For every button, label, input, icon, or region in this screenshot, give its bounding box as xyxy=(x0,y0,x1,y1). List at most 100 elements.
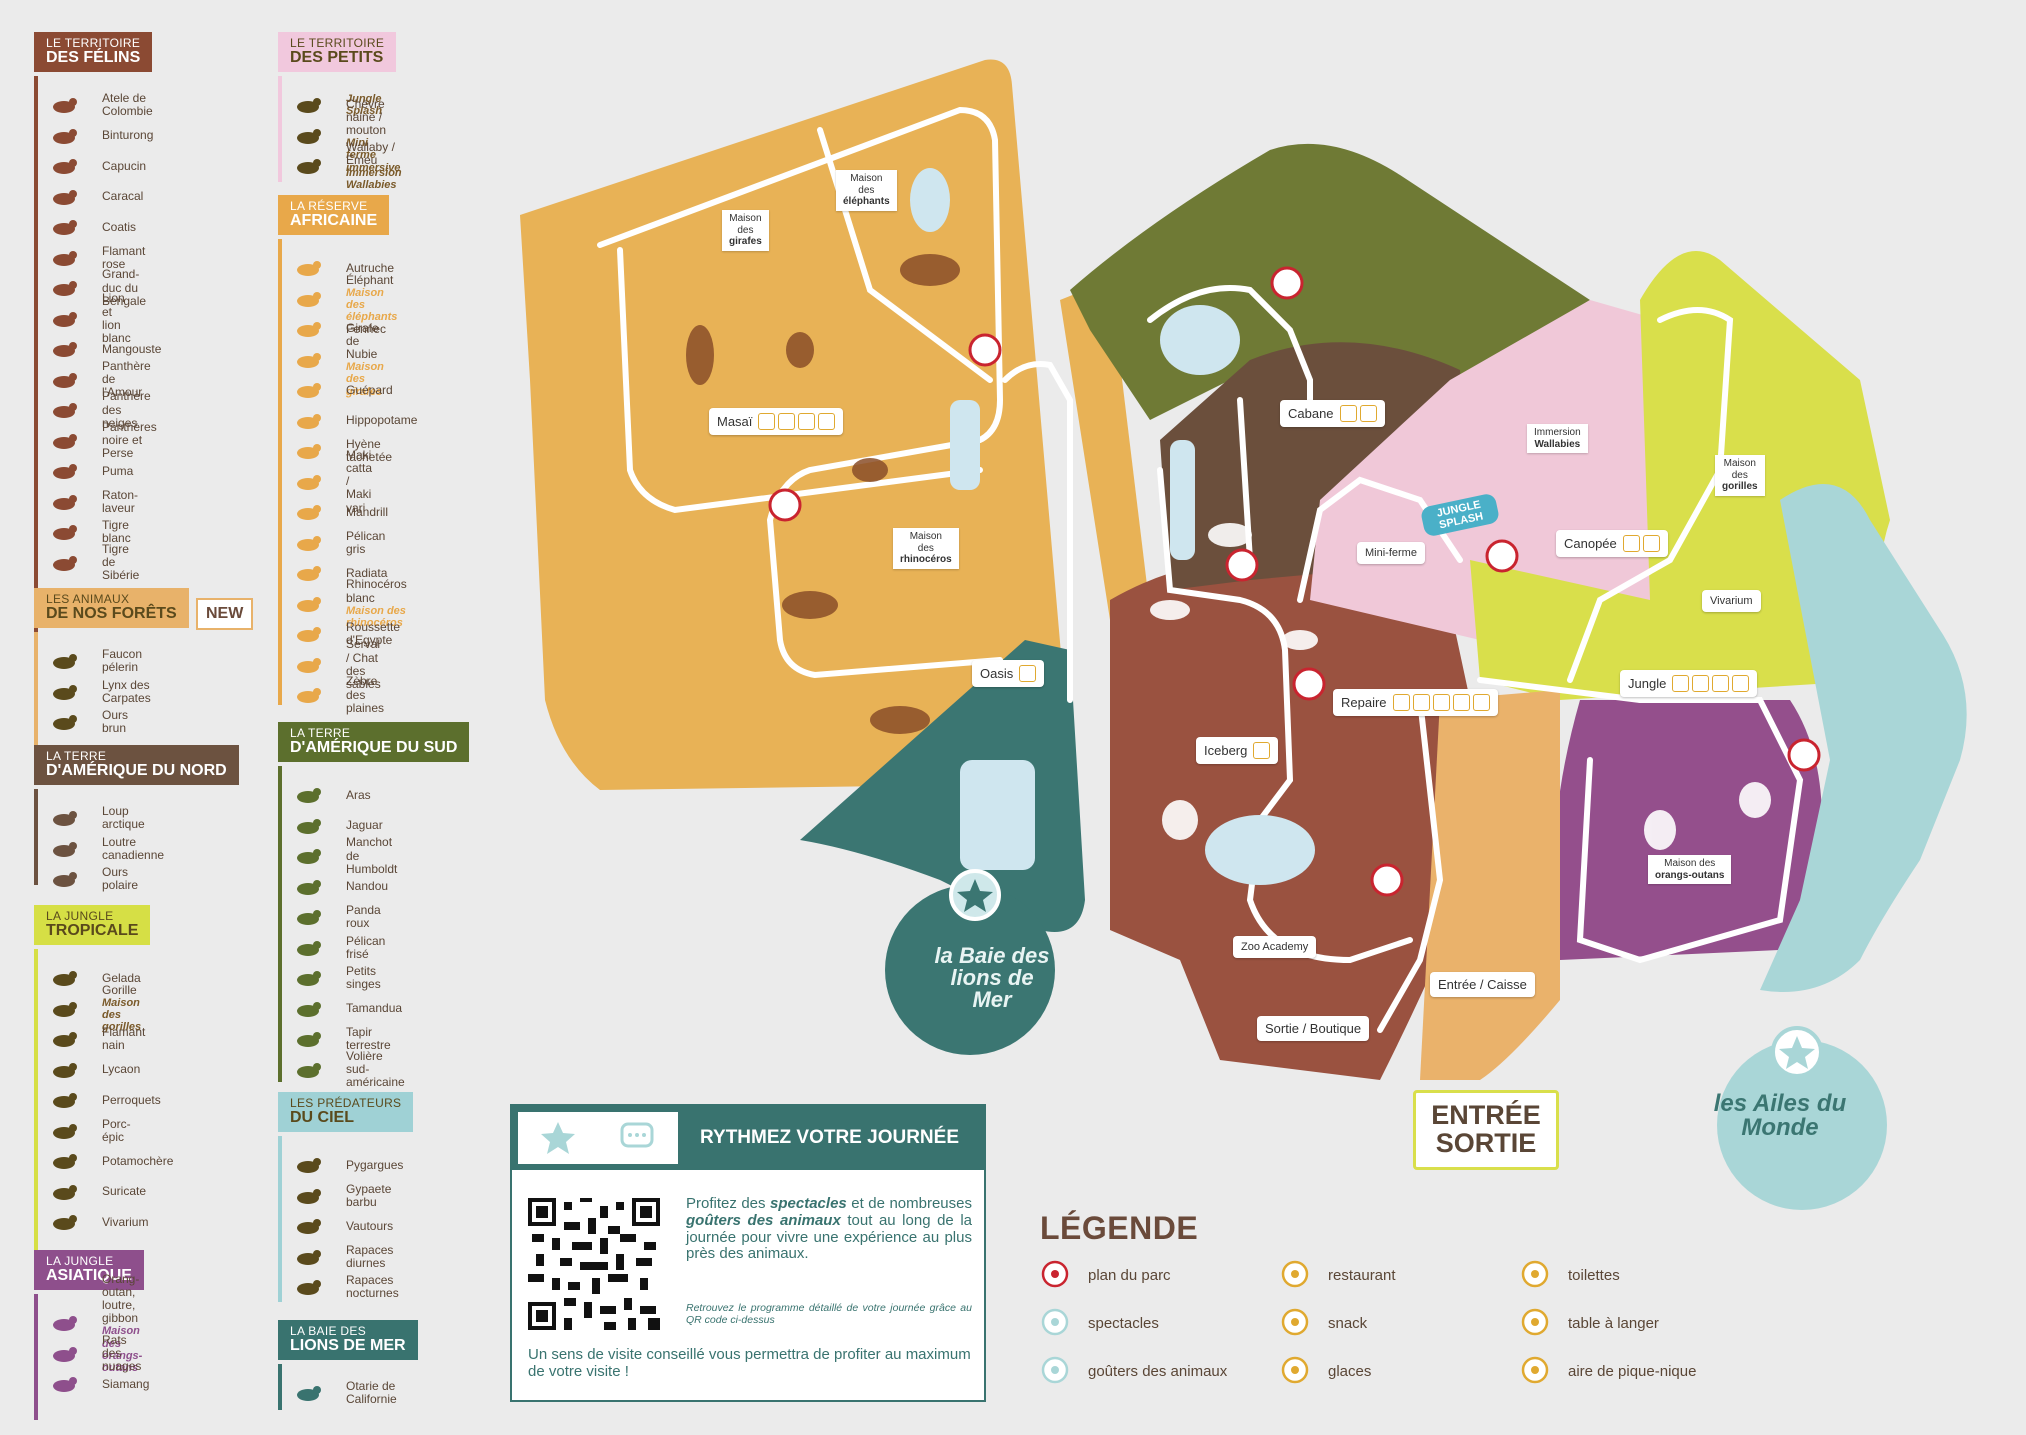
label-repaire[interactable]: Repaire xyxy=(1333,689,1498,716)
category-title-line2: ASIATIQUE xyxy=(46,1266,132,1284)
animal-silhouette-icon xyxy=(53,654,77,669)
label-iceberg[interactable]: Iceberg xyxy=(1196,737,1279,764)
animal-silhouette-icon xyxy=(53,1093,77,1108)
category-title-line2: DE NOS FORÊTS xyxy=(46,604,177,622)
animal-name-text: Volière sud-américaine xyxy=(346,1048,405,1090)
category-title-line1: LE TERRITOIRE xyxy=(46,36,141,50)
label-cabane[interactable]: Cabane xyxy=(1280,400,1385,427)
animal-name: Siamang xyxy=(102,1377,149,1391)
animal-name: Vautours xyxy=(346,1219,393,1233)
zone-tropical[interactable] xyxy=(1470,251,1890,700)
house-line: des xyxy=(737,224,754,236)
animal-name: Nandou xyxy=(346,880,388,893)
animal-silhouette-icon xyxy=(53,872,77,887)
category-bar xyxy=(278,766,282,1082)
label-jungle[interactable]: Jungle xyxy=(1620,670,1758,697)
animal-name: Hyène tachetée xyxy=(346,437,392,464)
label-canopee[interactable]: Canopée xyxy=(1556,530,1668,557)
qr-code[interactable] xyxy=(528,1198,660,1330)
spectacle-marker[interactable] xyxy=(949,869,1001,921)
house-wallabies[interactable]: Immersion Wallabies xyxy=(1527,424,1588,453)
animal-name-text: Caracal xyxy=(102,189,144,204)
animal-silhouette-icon xyxy=(297,128,321,144)
category-bar xyxy=(34,76,38,640)
animal-name: Coatis xyxy=(102,220,136,234)
animal-silhouette-icon xyxy=(53,971,77,986)
label-sortie-boutique[interactable]: Sortie / Boutique xyxy=(1257,1016,1370,1041)
legend-label: snack xyxy=(1328,1314,1368,1332)
animal-silhouette-icon xyxy=(53,1184,77,1200)
label-oasis[interactable]: Oasis xyxy=(972,660,1045,687)
animal-name-text: Gorille xyxy=(102,983,137,998)
house-name: orangs-outans xyxy=(1655,869,1725,881)
animal-silhouette-icon xyxy=(297,1219,321,1234)
house-line: Maison des xyxy=(1664,858,1716,869)
animal-name: Gelada xyxy=(102,971,141,985)
animal-silhouette-icon xyxy=(53,464,77,479)
label-mini-ferme[interactable]: Mini-ferme xyxy=(1357,542,1425,564)
animal-silhouette-icon xyxy=(297,1280,321,1295)
entree-sortie-sign[interactable]: ENTRÉE SORTIE xyxy=(1413,1090,1559,1170)
animal-name: Aras xyxy=(346,788,371,802)
category-title-line1: LES ANIMAUX xyxy=(46,592,130,606)
rythm-title: RYTHMEZ VOTRE JOURNÉE xyxy=(700,1127,959,1148)
rythm-note: Retrouvez le programme détaillé de votre… xyxy=(686,1302,972,1326)
label-zoo-academy[interactable]: Zoo Academy xyxy=(1233,936,1317,958)
animal-name: Pélican gris xyxy=(346,529,385,556)
star-icon xyxy=(1041,1308,1069,1336)
info-pin-icon[interactable] xyxy=(768,266,1821,897)
animal-name-text: Petits singes xyxy=(346,964,381,992)
animal-silhouette-icon xyxy=(297,657,321,673)
animal-name: Mandrill xyxy=(346,505,388,519)
animal-name: Guépard xyxy=(346,383,393,397)
legend-item: aire de pique-nique xyxy=(1520,1356,1696,1386)
animal-name: Lycaon xyxy=(102,1063,140,1076)
spectacle-marker[interactable] xyxy=(1771,1026,1823,1078)
facility-icons xyxy=(758,413,836,430)
animal-name-text: Rats des nuages xyxy=(102,1332,142,1374)
animal-silhouette-icon xyxy=(53,1001,77,1017)
animal-name-text: Lion et lion blanc xyxy=(102,291,131,345)
label-entree-caisse[interactable]: Entrée / Caisse xyxy=(1430,972,1535,997)
animal-name: Zèbre des plaines xyxy=(346,675,384,715)
house-name: gorilles xyxy=(1722,481,1758,492)
label-vivarium[interactable]: Vivarium xyxy=(1702,590,1761,612)
animal-name-text: Chèvre naine / mouton xyxy=(346,96,387,138)
zone-sky[interactable] xyxy=(1760,484,1967,992)
legend-label: glaces xyxy=(1328,1362,1372,1380)
category-title-line1: LA RÉSERVE xyxy=(290,199,368,213)
house-name: girafes xyxy=(729,236,762,247)
label-text: Jungle xyxy=(1628,676,1667,691)
category-bar xyxy=(34,1294,38,1420)
house-name: éléphants xyxy=(843,196,890,207)
star-icon xyxy=(541,1122,575,1154)
animal-location: Mini ferme immersive xyxy=(346,137,401,174)
animal-name: Lynx des Carpates xyxy=(102,678,151,705)
label-masai[interactable]: Masaï xyxy=(709,408,844,435)
zone-asia[interactable] xyxy=(1553,700,1822,960)
house-line: Maison xyxy=(850,173,883,184)
animal-name: Loutre canadienne xyxy=(102,835,164,862)
animal-name-text: Jaguar xyxy=(346,818,383,833)
facility-icons xyxy=(1622,535,1660,552)
category-bar xyxy=(34,632,38,748)
category-title-line1: LES PRÉDATEURS xyxy=(290,1096,402,1110)
category-title-line2: LIONS DE MER xyxy=(290,1336,406,1354)
animal-silhouette-icon xyxy=(53,98,77,113)
